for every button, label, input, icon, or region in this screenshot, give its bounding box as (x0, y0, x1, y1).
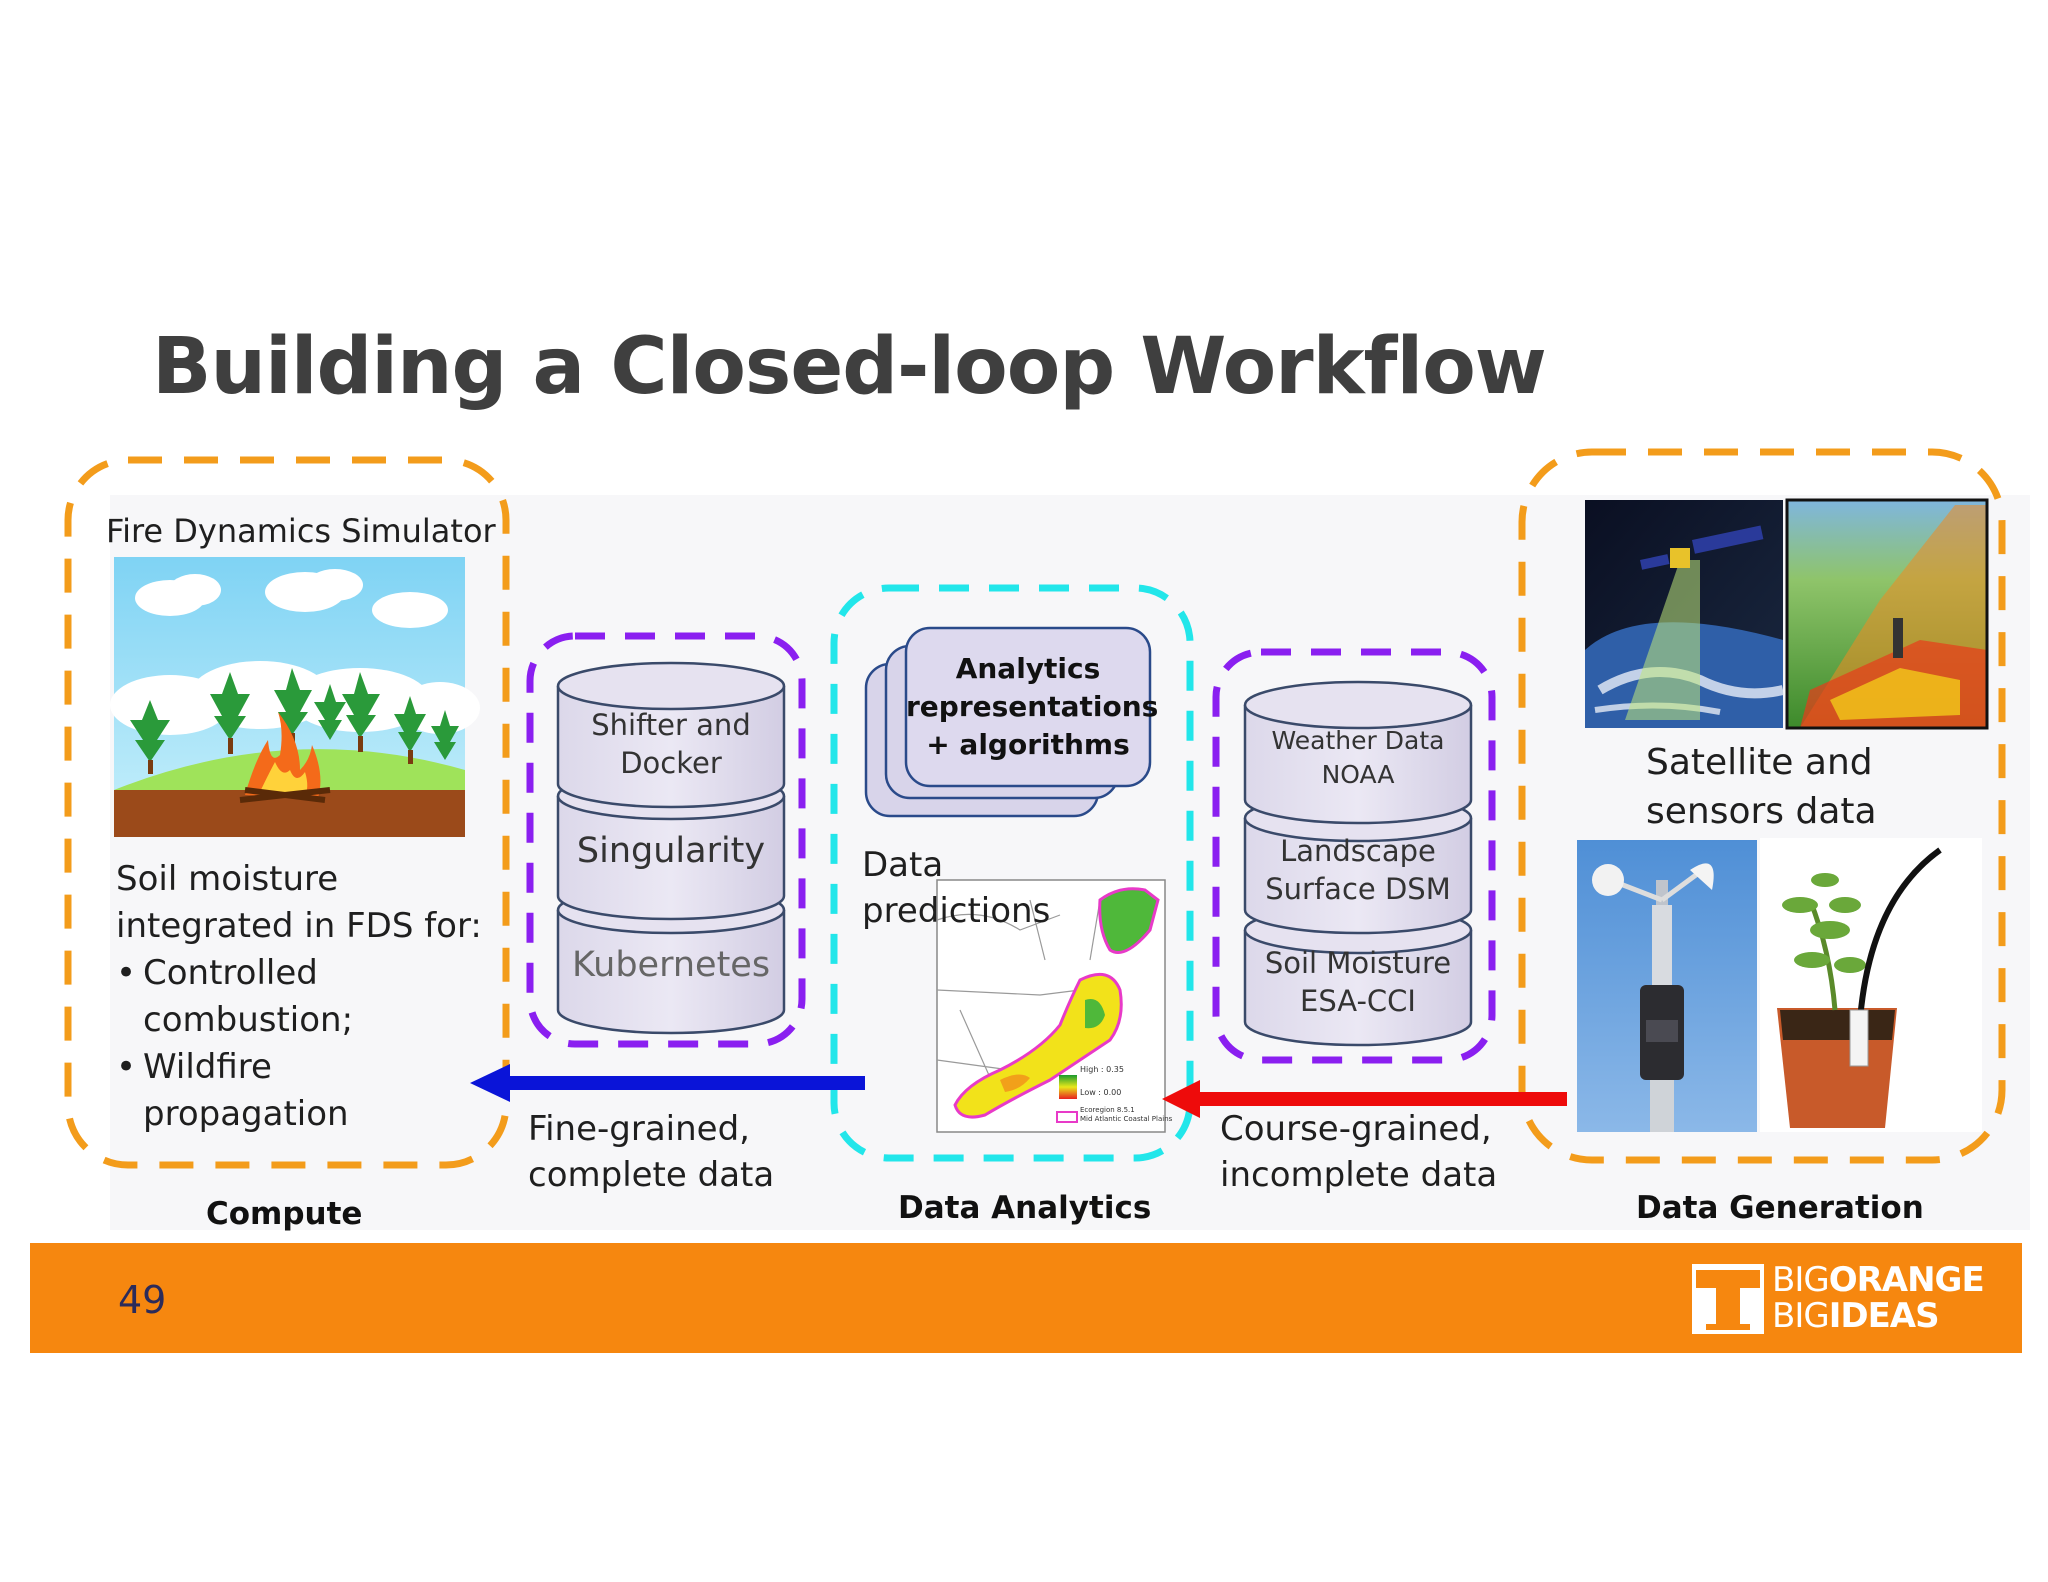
data-predictions-line2: predictions (862, 891, 1051, 931)
bullet1-line2: combustion; (143, 1000, 354, 1040)
weather-line1: Weather Data (1271, 726, 1445, 755)
coarse-grained-line2: incomplete data (1220, 1155, 1498, 1195)
compute-label: Compute (206, 1196, 363, 1232)
bullet2-line2: propagation (143, 1094, 349, 1134)
field-sensor-image (1785, 498, 1989, 730)
logo-big-1: BIG (1772, 1260, 1830, 1300)
logo-ideas: IDEAS (1828, 1296, 1940, 1336)
page-number: 49 (118, 1278, 167, 1322)
satellite-caption-line1: Satellite and (1646, 742, 1873, 783)
fds-heading: Fire Dynamics Simulator (106, 512, 496, 550)
logo-big-2: BIG (1772, 1296, 1830, 1336)
analytics-card-stack (864, 626, 1152, 818)
weather-line2: NOAA (1321, 760, 1395, 789)
compute-group-border (64, 456, 510, 1169)
weather-station-image (1577, 840, 1757, 1132)
fds-illustration (110, 557, 480, 837)
soil-moisture-line1: Soil moisture (116, 859, 339, 899)
prediction-map (936, 879, 1166, 1133)
map-legend-ecoregion: Ecoregion 8.5.1 (1080, 1106, 1135, 1114)
weather-data-label: Weather Data NOAA (1245, 724, 1471, 792)
footer-bar (30, 1243, 2022, 1353)
datasources-group-border (1212, 648, 1496, 1064)
logo-orange: ORANGE (1828, 1260, 1985, 1300)
shifter-line2: Docker (620, 746, 722, 780)
logo-wordmark: BIGORANGE BIGIDEAS (1772, 1260, 1985, 1336)
generation-group-border (1518, 448, 2006, 1164)
analytics-card-label: Analytics representations + algorithms (906, 650, 1159, 764)
landscape-line2: Surface DSM (1265, 872, 1451, 906)
slide-title: Building a Closed-loop Workflow (152, 322, 1547, 412)
map-legend-coastal: Mid Atlantic Coastal Plains (1080, 1115, 1173, 1123)
data-generation-label: Data Generation (1636, 1190, 1924, 1226)
coarse-grained-arrow (1162, 1080, 1567, 1118)
containers-cylinder-stack (556, 661, 786, 1035)
satellite-image (1585, 500, 1785, 728)
fine-grained-line1: Fine-grained, (528, 1109, 750, 1149)
landscape-label: Landscape Surface DSM (1245, 832, 1471, 908)
data-analytics-label: Data Analytics (898, 1190, 1152, 1226)
datasources-cylinder-stack (1243, 680, 1473, 1047)
bullet1-line1: Controlled (143, 953, 318, 993)
analytics-group-border (830, 584, 1194, 1162)
soilmoisture-line1: Soil Moisture (1264, 946, 1452, 980)
bullet-dot-1: • (116, 953, 137, 993)
landscape-line1: Landscape (1280, 834, 1436, 868)
shifter-docker-label: Shifter and Docker (558, 706, 784, 782)
power-t-icon (1696, 1270, 1760, 1330)
shifter-line1: Shifter and (591, 708, 751, 742)
fine-grained-arrow (470, 1064, 865, 1102)
singularity-label: Singularity (576, 831, 766, 871)
bullet2-line1: Wildfire (143, 1047, 272, 1087)
fine-grained-line2: complete data (528, 1155, 775, 1195)
analytics-line3: + algorithms (926, 728, 1130, 761)
kubernetes-label: Kubernetes (571, 945, 771, 985)
soil-moisture-db-label: Soil Moisture ESA-CCI (1245, 944, 1471, 1020)
analytics-line1: Analytics (955, 652, 1101, 685)
satellite-caption-line2: sensors data (1646, 791, 1877, 832)
soil-moisture-line2: integrated in FDS for: (116, 906, 482, 946)
map-legend-low: Low : 0.00 (1080, 1088, 1122, 1097)
analytics-line2: representations (906, 690, 1159, 723)
data-predictions-line1: Data (862, 845, 944, 885)
containers-group-border (526, 632, 806, 1048)
soil-sensor-image (1760, 838, 1982, 1132)
coarse-grained-line1: Course-grained, (1220, 1109, 1492, 1149)
map-legend-high: High : 0.35 (1080, 1065, 1124, 1074)
ut-logo-icon (1692, 1264, 1764, 1334)
soilmoisture-line2: ESA-CCI (1300, 984, 1416, 1018)
bullet-dot-2: • (116, 1047, 137, 1087)
